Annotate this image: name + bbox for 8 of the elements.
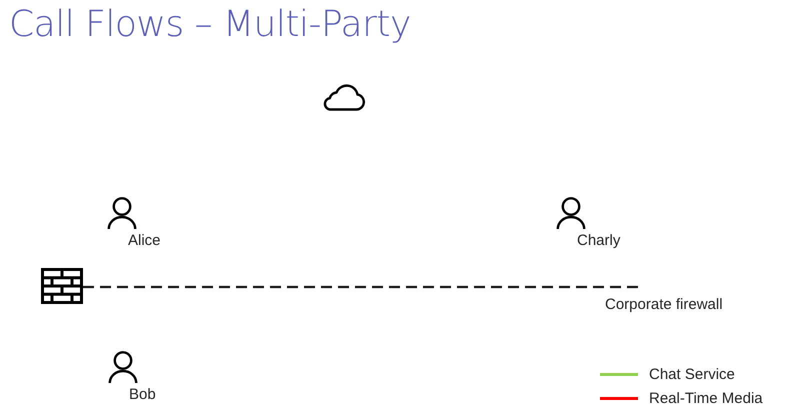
legend-label: Chat Service xyxy=(649,366,735,384)
boundary-label: Corporate firewall xyxy=(605,296,723,314)
person-name: Alice xyxy=(128,232,161,250)
slide-title: Call Flows – Multi-Party xyxy=(9,4,411,45)
person-name: Charly xyxy=(577,232,620,250)
cloud-icon xyxy=(321,84,365,111)
legend-label: Real-Time Media xyxy=(649,390,763,408)
person-name: Bob xyxy=(129,386,156,404)
